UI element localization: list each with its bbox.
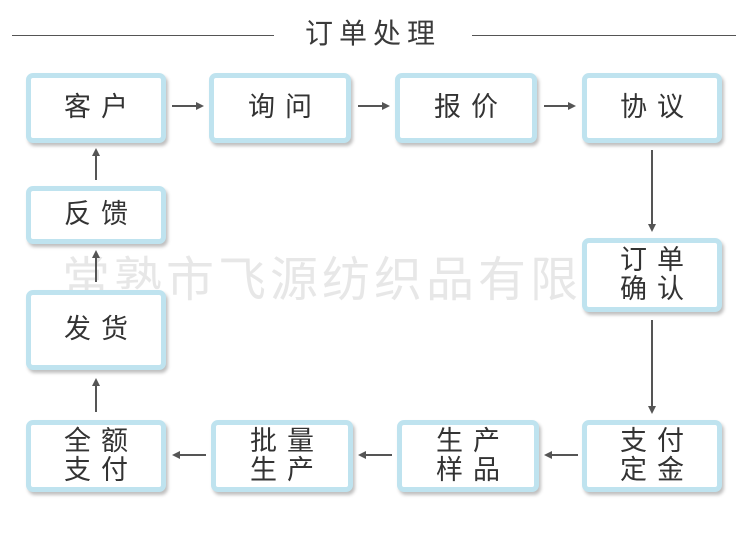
node-mass-production-line-1: 批量	[250, 426, 324, 457]
diagram-title: 订单处理	[304, 17, 441, 50]
node-sample-production-line-2: 样品	[436, 455, 510, 486]
node-sample-production-line-1: 生产	[436, 426, 510, 457]
node-order-confirm-label: 订单 确认	[610, 246, 694, 304]
node-mass-production: 批量 生产	[211, 420, 353, 492]
node-delivery-label: 发货	[64, 314, 138, 345]
node-customer: 客户	[26, 73, 166, 143]
node-sample-production: 生产 样品	[397, 420, 539, 492]
node-order-confirm: 订单 确认	[582, 238, 722, 312]
node-feedback: 反馈	[26, 186, 166, 244]
node-sample-production-label: 生产 样品	[426, 427, 510, 485]
node-pay-deposit: 支付 定金	[582, 420, 722, 492]
node-quote: 报价	[395, 73, 537, 143]
node-pay-deposit-label: 支付 定金	[610, 427, 694, 485]
node-order-confirm-line-2: 确认	[620, 274, 694, 305]
node-full-payment: 全额 支付	[26, 420, 166, 492]
node-feedback-label: 反馈	[64, 199, 138, 230]
node-order-confirm-line-1: 订单	[620, 245, 694, 276]
node-full-payment-line-1: 全额	[64, 426, 138, 457]
node-quote-label: 报价	[434, 92, 508, 123]
title-rule-left	[12, 35, 274, 36]
node-mass-production-label: 批量 生产	[240, 427, 324, 485]
node-pay-deposit-line-2: 定金	[620, 455, 694, 486]
title-rule-right	[472, 35, 736, 36]
node-inquiry-label: 询问	[248, 92, 322, 123]
node-inquiry: 询问	[209, 73, 351, 143]
node-mass-production-line-2: 生产	[250, 455, 324, 486]
node-pay-deposit-line-1: 支付	[620, 426, 694, 457]
node-customer-label: 客户	[64, 92, 138, 123]
node-delivery: 发货	[26, 290, 166, 370]
node-agreement: 协议	[582, 73, 722, 143]
node-full-payment-label: 全额 支付	[54, 427, 138, 485]
title-bar: 订单处理	[0, 0, 750, 70]
node-agreement-label: 协议	[620, 92, 694, 123]
node-full-payment-line-2: 支付	[64, 455, 138, 486]
